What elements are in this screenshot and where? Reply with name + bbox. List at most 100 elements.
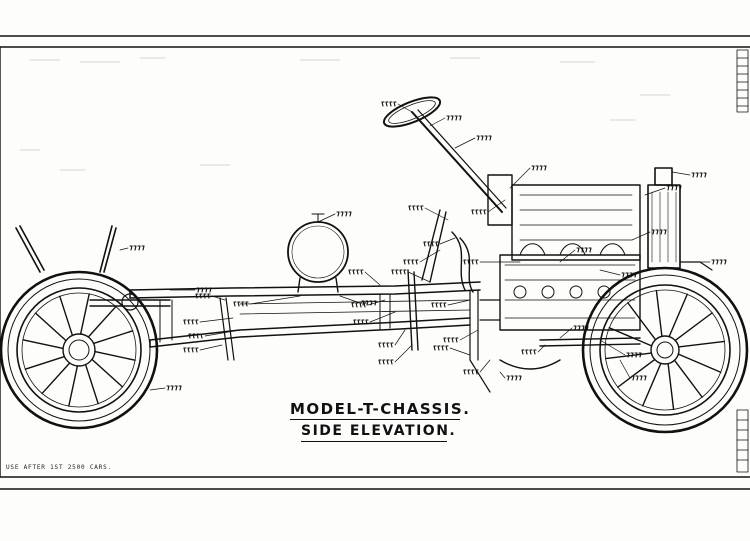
wheel-spoke	[87, 305, 117, 338]
part-number-mark	[391, 269, 407, 275]
wheel-spoke	[677, 353, 722, 373]
leader-line	[499, 371, 506, 379]
leader-line	[419, 249, 441, 263]
wheel-spoke	[91, 358, 124, 388]
part-number-mark	[573, 325, 589, 331]
wheel-spoke	[668, 293, 688, 338]
wheel-spoke	[674, 312, 713, 342]
leader-line	[407, 271, 431, 283]
leader-line	[479, 359, 491, 373]
leader-line	[429, 117, 446, 127]
part-number-mark	[361, 300, 377, 306]
front-axle	[469, 337, 641, 393]
part-number-mark	[711, 259, 727, 265]
part-number-mark	[463, 369, 479, 375]
chassis-frame	[129, 281, 481, 361]
part-number-mark	[576, 247, 592, 253]
part-number-mark	[129, 245, 145, 251]
part-number-mark	[691, 172, 707, 178]
part-number-mark	[471, 209, 487, 215]
leader-line	[149, 387, 166, 391]
part-number-mark	[666, 185, 682, 191]
part-number-mark	[443, 337, 459, 343]
wheel-spoke	[667, 362, 675, 411]
engine-block	[469, 174, 641, 361]
gas-tank	[287, 213, 349, 293]
revision-table-top	[736, 49, 749, 113]
part-number-mark	[183, 347, 199, 353]
faded-marks	[19, 57, 671, 171]
wheel-spoke	[84, 363, 99, 405]
part-number-mark	[408, 205, 424, 211]
part-number-mark	[336, 211, 352, 217]
part-number-mark	[433, 345, 449, 351]
wheel-spoke	[642, 362, 662, 407]
wheel-spoke	[92, 330, 134, 345]
leader-line	[424, 207, 449, 221]
part-number-mark	[403, 259, 419, 265]
part-number-mark	[626, 352, 642, 358]
leader-line	[454, 137, 476, 149]
leader-line	[671, 171, 691, 176]
wheel-spoke	[22, 339, 64, 350]
leader-line	[394, 329, 406, 346]
front-wheel	[581, 266, 749, 434]
revision-table-bottom	[736, 409, 749, 473]
leader-lines	[119, 103, 711, 391]
leader-line	[449, 347, 471, 356]
drawing-title: MODEL-T-CHASSIS.	[290, 400, 471, 418]
rear-stays	[15, 225, 117, 273]
part-number-mark	[188, 333, 204, 339]
wheel-spoke	[34, 312, 67, 342]
part-number-mark	[195, 293, 211, 299]
leader-line	[317, 213, 336, 223]
part-number-mark	[351, 302, 367, 308]
part-number-mark	[353, 319, 369, 325]
leader-line	[559, 249, 576, 263]
leader-line	[537, 344, 546, 353]
part-number-mark	[166, 385, 182, 391]
wheel-spoke	[94, 350, 136, 361]
leader-line	[394, 344, 413, 363]
leader-line	[369, 311, 396, 323]
wheel-spoke	[677, 340, 726, 348]
leader-line	[619, 359, 631, 379]
part-number-mark	[631, 375, 647, 381]
leader-line	[559, 327, 573, 339]
leader-line	[509, 167, 531, 189]
leader-line	[644, 187, 666, 196]
border-frame	[0, 35, 750, 490]
wheel-spoke	[627, 302, 657, 341]
part-number-mark	[378, 342, 394, 348]
part-number-mark	[196, 287, 212, 293]
part-number-mark	[423, 241, 439, 247]
part-number-mark	[233, 301, 249, 307]
production-note: USE AFTER 1ST 2500 CARS.	[6, 464, 112, 471]
leader-line	[199, 317, 234, 323]
rear-axle	[89, 293, 171, 311]
part-number-mark	[621, 272, 637, 278]
radiator	[647, 167, 713, 271]
leader-line	[439, 237, 456, 245]
part-number-mark	[476, 135, 492, 141]
part-number-mark	[446, 115, 462, 121]
leader-line	[199, 344, 223, 351]
leader-line	[249, 295, 301, 305]
part-number-mark	[506, 375, 522, 381]
subtitle-underline	[301, 441, 447, 442]
wheel-spoke	[655, 289, 663, 338]
wheel-spoke	[617, 358, 656, 388]
leader-line	[211, 295, 226, 301]
rear-wheel	[0, 270, 159, 430]
leader-line	[459, 329, 479, 341]
steering-column	[382, 96, 507, 213]
title-underline	[290, 419, 460, 420]
leader-line	[364, 271, 381, 286]
leader-line	[447, 299, 471, 306]
leader-line	[631, 231, 651, 241]
leader-line	[599, 269, 621, 276]
wheel-spoke	[673, 359, 703, 398]
part-number-marks	[129, 101, 727, 391]
wheel-spoke	[59, 295, 74, 337]
